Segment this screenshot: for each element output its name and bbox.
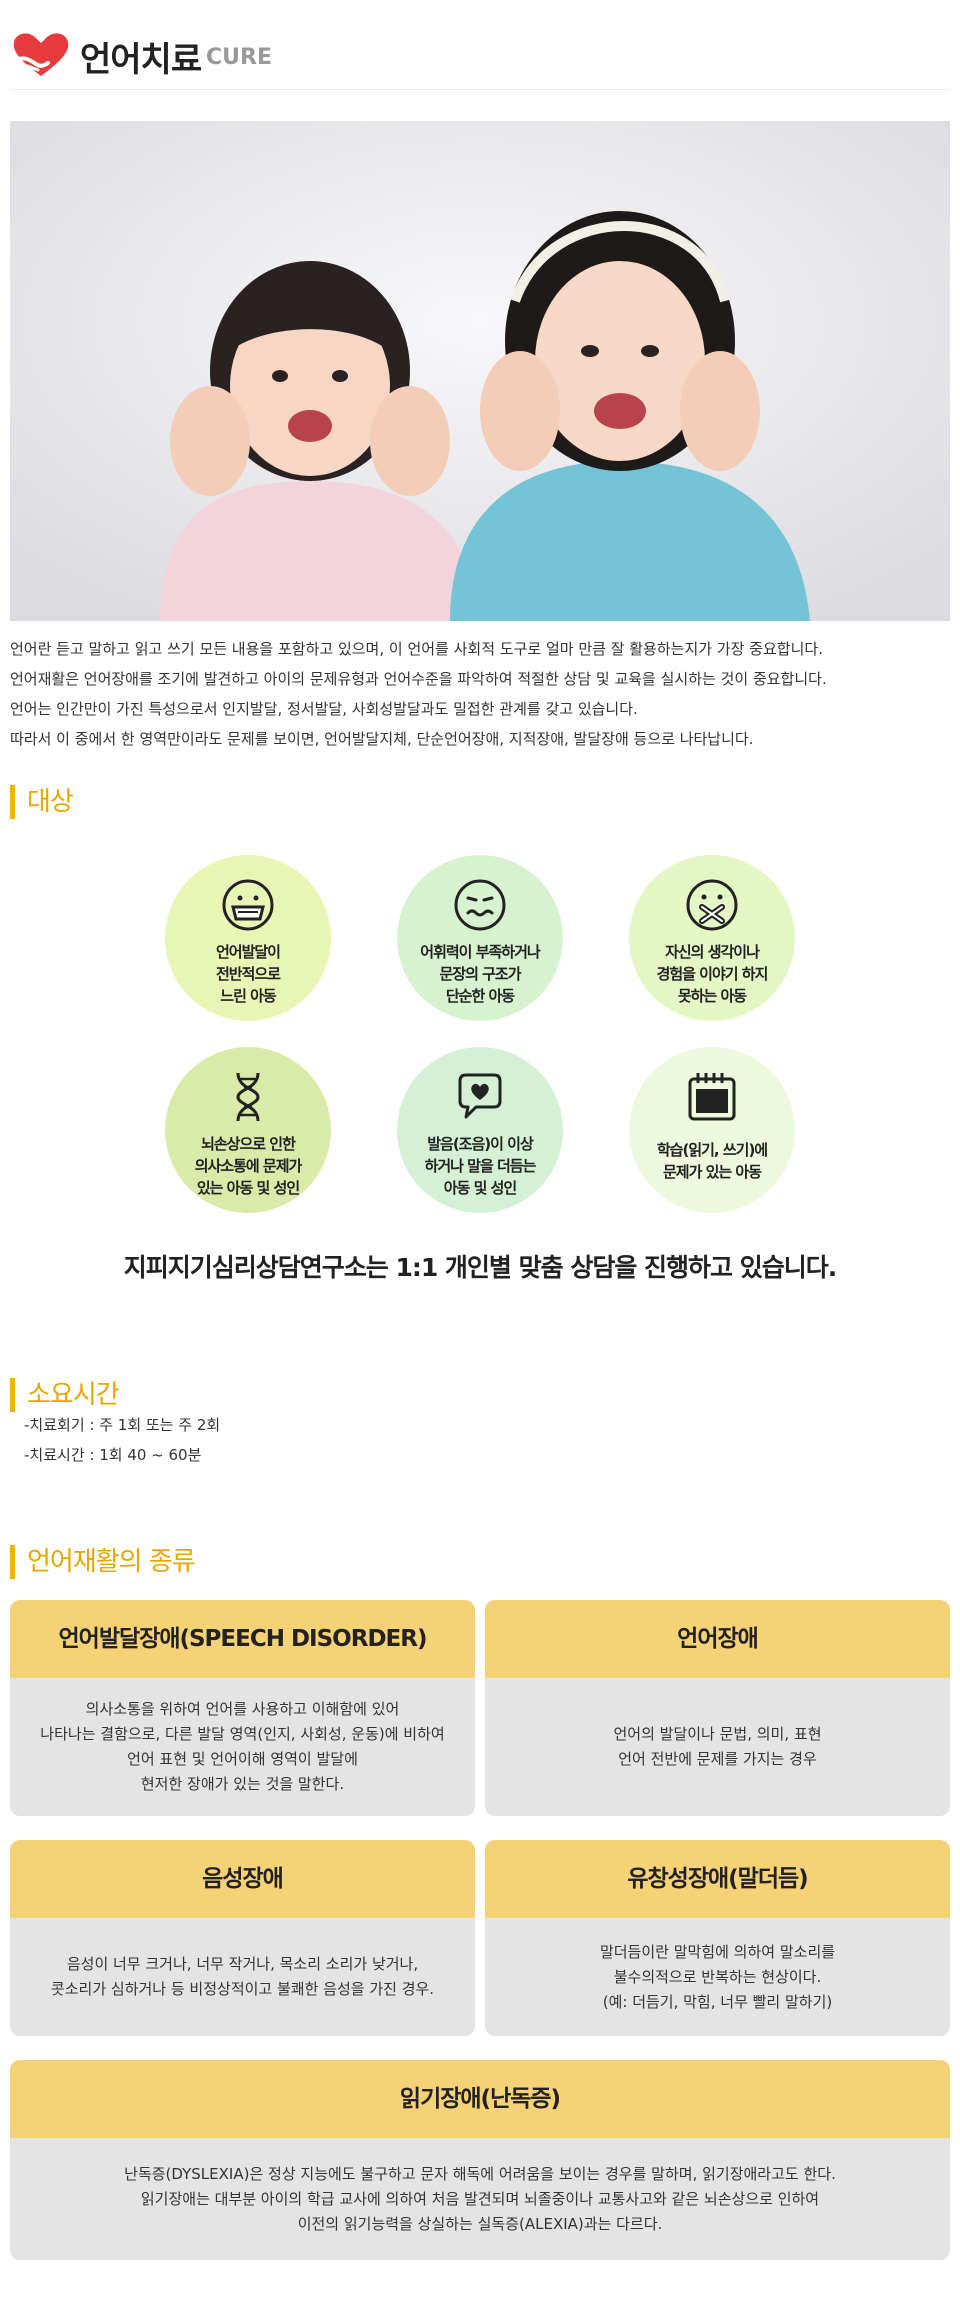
target-line: 학습(읽기, 쓰기)에	[656, 1141, 768, 1159]
target-line: 전반적으로	[215, 965, 281, 983]
intro-line: 언어재활은 언어장애를 조기에 발견하고 아이의 문제유형과 언어수준을 파악하…	[10, 670, 827, 688]
target-item: 학습(읽기, 쓰기)에 문제가 있는 아동	[629, 1047, 795, 1213]
target-item-text: 어휘력이 부족하거나 문장의 구조가 단순한 아동	[409, 941, 551, 1007]
section-title-kinds: 언어재활의 종류	[10, 1545, 196, 1579]
target-item: 뇌손상으로 인한 의사소통에 문제가 있는 아동 및 성인	[165, 1047, 331, 1213]
target-item: 어휘력이 부족하거나 문장의 구조가 단순한 아동	[397, 855, 563, 1021]
target-item-text: 자신의 생각이나 경험을 이야기 하지 못하는 아동	[641, 941, 783, 1007]
kind-line: 의사소통을 위하여 언어를 사용하고 이해함에 있어	[85, 1700, 400, 1718]
kind-card: 유창성장애(말더듬) 말더듬이란 말막힘에 의하여 말소리를 불수의적으로 반복…	[485, 1840, 950, 2036]
target-line: 의사소통에 문제가	[194, 1157, 303, 1175]
intro-line: 따라서 이 중에서 한 영역만이라도 문제를 보이면, 언어발달지체, 단순언어…	[10, 730, 754, 748]
page-header: 언어치료 CURE	[10, 30, 950, 90]
kind-line: 언어의 발달이나 문법, 의미, 표현	[613, 1725, 822, 1743]
target-line: 자신의 생각이나	[665, 943, 760, 961]
target-line: 뇌손상으로 인한	[201, 1135, 296, 1153]
target-line: 언어발달이	[215, 943, 281, 961]
target-item-text: 언어발달이 전반적으로 느린 아동	[177, 941, 319, 1007]
kind-line: 말더듬이란 말막힘에 의하여 말소리를	[599, 1942, 836, 1961]
kind-line: 언어 표현 및 언어이해 영역이 발달에	[127, 1750, 358, 1768]
kind-line: 난독증(DYSLEXIA)은 정상 지능에도 불구하고 문자 해독에 어려움을 …	[124, 2164, 836, 2183]
kind-card: 언어장애 언어의 발달이나 문법, 의미, 표현 언어 전반에 문제를 가지는 …	[485, 1600, 950, 1816]
kind-card: 읽기장애(난독증) 난독증(DYSLEXIA)은 정상 지능에도 불구하고 문자…	[10, 2060, 950, 2260]
section-title-duration: 소요시간	[10, 1378, 120, 1412]
kind-line: 이전의 읽기능력을 상실하는 실독증(ALEXIA)과는 다르다.	[297, 2214, 663, 2233]
kind-card-body: 의사소통을 위하여 언어를 사용하고 이해함에 있어 나타나는 결함으로, 다른…	[10, 1678, 475, 1816]
target-item-text: 발음(조음)이 이상 하거나 말을 더듬는 아동 및 성인	[409, 1133, 551, 1199]
kind-card-title: 언어장애	[485, 1600, 950, 1678]
target-line: 경험을 이야기 하지	[656, 965, 769, 983]
target-line: 못하는 아동	[677, 987, 747, 1005]
kind-card-body: 음성이 너무 크거나, 너무 작거나, 목소리 소리가 낮거나, 콧소리가 심하…	[10, 1918, 475, 2036]
taped-mouth-face-icon	[686, 879, 738, 931]
target-item: 언어발달이 전반적으로 느린 아동	[165, 855, 331, 1021]
kind-line: 언어 전반에 문제를 가지는 경우	[618, 1750, 817, 1768]
target-item-text: 학습(읽기, 쓰기)에 문제가 있는 아동	[641, 1139, 783, 1183]
kind-line: 음성이 너무 크거나, 너무 작거나, 목소리 소리가 낮거나,	[66, 1955, 419, 1973]
intro-line: 언어는 인간만이 가진 특성으로서 인지발달, 정서발달, 사회성발달과도 밀접…	[10, 700, 638, 718]
duration-line: -치료시간 : 1회 40 ~ 60분	[24, 1446, 202, 1464]
hero-photo	[10, 121, 950, 621]
kind-card-body: 말더듬이란 말막힘에 의하여 말소리를 불수의적으로 반복하는 현상이다. (예…	[485, 1918, 950, 2036]
confused-face-icon	[454, 879, 506, 931]
target-line: 문제가 있는 아동	[662, 1163, 762, 1181]
kind-card-body: 언어의 발달이나 문법, 의미, 표현 언어 전반에 문제를 가지는 경우	[485, 1678, 950, 1816]
target-line: 단순한 아동	[445, 987, 515, 1005]
kind-line: 현저한 장애가 있는 것을 말한다.	[140, 1775, 345, 1793]
target-item-text: 뇌손상으로 인한 의사소통에 문제가 있는 아동 및 성인	[177, 1133, 319, 1199]
counseling-notice: 지피지기심리상담연구소는 1:1 개인별 맞춤 상담을 진행하고 있습니다.	[123, 1253, 838, 1282]
page-subtitle: CURE	[206, 45, 272, 70]
kind-card-title: 음성장애	[10, 1840, 475, 1918]
kind-line: (예: 더듬기, 막힘, 너무 빨리 말하기)	[602, 1992, 833, 2011]
mask-face-icon	[222, 879, 274, 931]
kind-card-body: 난독증(DYSLEXIA)은 정상 지능에도 불구하고 문자 해독에 어려움을 …	[10, 2138, 950, 2260]
kind-card: 언어발달장애(SPEECH DISORDER) 의사소통을 위하여 언어를 사용…	[10, 1600, 475, 1816]
intro-text: 언어란 듣고 말하고 읽고 쓰기 모든 내용을 포함하고 있으며, 이 언어를 …	[10, 634, 950, 754]
target-line: 하거나 말을 더듬는	[424, 1157, 537, 1175]
kind-line: 읽기장애는 대부분 아이의 학급 교사에 의하여 처음 발견되며 뇌졸중이나 교…	[140, 2189, 820, 2208]
kind-card-title: 언어발달장애(SPEECH DISORDER)	[10, 1600, 475, 1678]
intro-line: 언어란 듣고 말하고 읽고 쓰기 모든 내용을 포함하고 있으며, 이 언어를 …	[10, 640, 823, 658]
target-line: 아동 및 성인	[443, 1179, 517, 1197]
target-line: 어휘력이 부족하거나	[420, 943, 540, 961]
kind-card: 음성장애 음성이 너무 크거나, 너무 작거나, 목소리 소리가 낮거나, 콧소…	[10, 1840, 475, 2036]
kind-line: 나타나는 결함으로, 다른 발달 영역(인지, 사회성, 운동)에 비하여	[40, 1725, 445, 1743]
target-line: 발음(조음)이 이상	[427, 1135, 534, 1153]
duration-line: -치료회기 : 주 1회 또는 주 2회	[24, 1416, 221, 1434]
target-item: 발음(조음)이 이상 하거나 말을 더듬는 아동 및 성인	[397, 1047, 563, 1213]
heart-hands-icon	[13, 33, 69, 76]
dna-icon	[236, 1072, 260, 1122]
kind-card-title: 읽기장애(난독증)	[10, 2060, 950, 2138]
heart-speech-bubble-icon	[458, 1073, 502, 1119]
target-line: 느린 아동	[220, 987, 276, 1005]
kind-card-title: 유창성장애(말더듬)	[485, 1840, 950, 1918]
target-item: 자신의 생각이나 경험을 이야기 하지 못하는 아동	[629, 855, 795, 1021]
kind-line: 콧소리가 심하거나 등 비정상적이고 불쾌한 음성을 가진 경우.	[50, 1980, 435, 1998]
children-photo-illustration	[10, 121, 950, 621]
page-title: 언어치료	[80, 40, 202, 80]
section-title-target: 대상	[10, 785, 74, 819]
kind-line: 불수의적으로 반복하는 현상이다.	[613, 1967, 822, 1986]
target-line: 있는 아동 및 성인	[196, 1179, 300, 1197]
notebook-icon	[688, 1073, 736, 1121]
duration-info: -치료회기 : 주 1회 또는 주 2회 -치료시간 : 1회 40 ~ 60분	[24, 1410, 220, 1470]
target-line: 문장의 구조가	[439, 965, 521, 983]
